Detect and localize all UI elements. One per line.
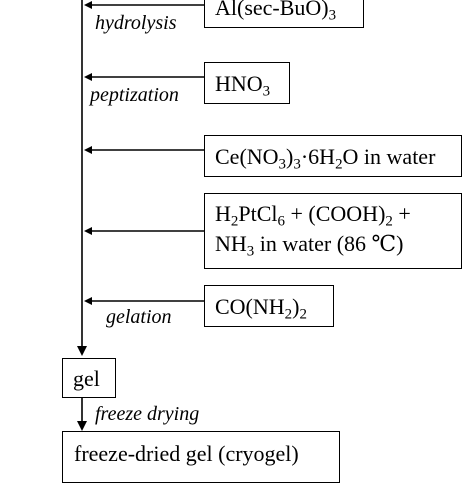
hydrolysis-label: hydrolysis xyxy=(95,12,177,34)
platinum-arrowhead xyxy=(84,227,92,235)
reagent-hno3-box: HNO3 xyxy=(204,62,290,104)
reagent-urea-text: CO(NH2)2 xyxy=(215,294,307,323)
reagent-cerium-nitrate-text: Ce(NO3)3·6H2O in water xyxy=(215,144,436,173)
reagent-urea-box: CO(NH2)2 xyxy=(204,285,334,327)
reagent-platinum-box: H2PtCl6 + (COOH)2 + NH3 in water (86 ℃) xyxy=(204,193,462,269)
reagent-al-sec-buo3-box: Al(sec-BuO)3 xyxy=(204,0,364,28)
reagent-platinum-line1: H2PtCl6 + (COOH)2 + xyxy=(215,201,411,230)
freeze-drying-label: freeze drying xyxy=(95,403,200,425)
reagent-cerium-nitrate-box: Ce(NO3)3·6H2O in water xyxy=(204,135,462,177)
reagent-platinum-line2: NH3 in water (86 ℃) xyxy=(215,231,404,260)
product-box: freeze-dried gel (cryogel) xyxy=(62,431,340,483)
main-flow-arrowhead xyxy=(77,346,87,356)
gel-box: gel xyxy=(62,358,116,398)
reagent-hno3-text: HNO xyxy=(215,71,263,96)
peptization-arrowhead xyxy=(84,73,92,81)
gelation-arrowhead xyxy=(84,297,92,305)
peptization-label: peptization xyxy=(90,84,179,106)
reagent-al-sec-buo3-text: Al(sec-BuO) xyxy=(215,0,329,20)
cerium-arrowhead xyxy=(84,146,92,154)
hydrolysis-arrowhead xyxy=(84,1,92,9)
gelation-label: gelation xyxy=(106,306,172,328)
freeze-flow-arrowhead xyxy=(77,421,87,431)
